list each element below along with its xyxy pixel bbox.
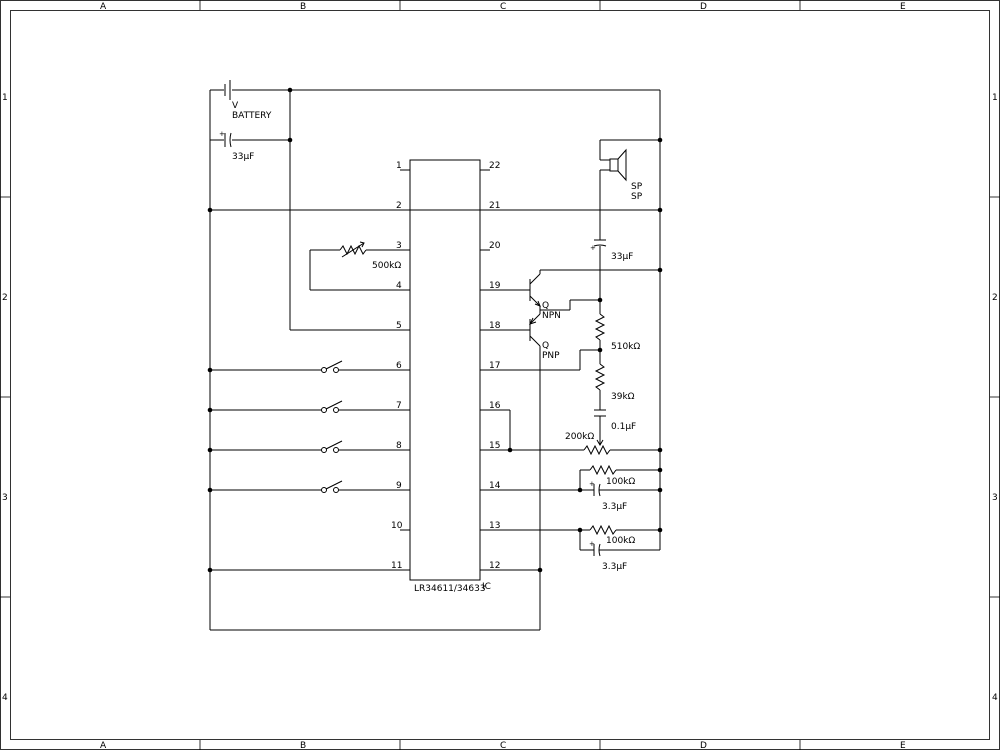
battery-voltage-label: V: [232, 101, 239, 111]
left-supply-rail: [209, 89, 660, 631]
npn-designator: Q: [542, 301, 549, 311]
ic-right-pin-numbers: 22 21 20 19 18 17 16 15 14 13 12: [489, 161, 501, 571]
ic-chip: LR34611/34633 IC: [409, 159, 491, 594]
pot-200k-symbol: 200kΩ: [480, 409, 660, 456]
ic-pin-3-label: 3: [396, 241, 402, 251]
rc13-polarity: +: [589, 540, 595, 548]
ic-designator: IC: [482, 582, 491, 592]
switch-pin7[interactable]: [210, 400, 410, 413]
ic-pin-15-label: 15: [489, 441, 500, 451]
row-label-1-right: 1: [992, 93, 998, 103]
ic-pin-11-label: 11: [391, 561, 402, 571]
ic-pin-21-label: 21: [489, 201, 500, 211]
junction-dots: [207, 87, 663, 573]
rc-network-pin13: + 100kΩ 3.3μF: [480, 524, 660, 572]
npn-transistor-symbol: Q NPN: [480, 269, 660, 321]
ic-pin-18-label: 18: [489, 321, 501, 331]
col-label-e-bottom: E: [900, 741, 906, 750]
ic-pin-13-label: 13: [489, 521, 500, 531]
ic-part-number: LR34611/34633: [414, 584, 486, 594]
rc-network-pin14: + 100kΩ 3.3μF: [480, 464, 660, 512]
ic-pin-8-label: 8: [396, 441, 402, 451]
ic-pin-2-label: 2: [396, 201, 402, 211]
battery-name-label: BATTERY: [232, 111, 272, 121]
frame-row-labels: 1 2 3 4 1 2 3 4: [2, 93, 998, 703]
row-label-3-right: 3: [992, 493, 998, 503]
rc14-capacitor-value: 3.3μF: [602, 502, 627, 512]
switch-pin9[interactable]: [210, 480, 410, 493]
ic-pin-16-label: 16: [489, 401, 501, 411]
speaker-symbol: SP SP: [599, 139, 660, 202]
col-label-c-top: C: [500, 2, 506, 12]
row-label-2-right: 2: [992, 293, 998, 303]
pot-500k-value: 500kΩ: [372, 261, 401, 271]
ic-pin-6-label: 6: [396, 361, 402, 371]
row-label-1-left: 1: [2, 93, 8, 103]
npn-type-label: NPN: [542, 311, 561, 321]
input-capacitor-value: 33μF: [232, 152, 254, 162]
frame-column-labels: A B C D E A B C D E: [100, 2, 906, 750]
row-label-4-right: 4: [992, 693, 998, 703]
switch-pin6[interactable]: [210, 360, 410, 373]
capacitor-0.1u-value: 0.1μF: [611, 422, 636, 432]
switch-pin8[interactable]: [210, 440, 410, 453]
ic-pin-5-label: 5: [396, 321, 402, 331]
rc13-capacitor-value: 3.3μF: [602, 562, 627, 572]
resistor-39k-symbol: 39kΩ: [594, 363, 635, 410]
capacitor-0.1u-symbol: 0.1μF: [594, 409, 636, 446]
row-label-2-left: 2: [2, 293, 8, 303]
rc14-polarity: +: [589, 480, 595, 488]
ic-left-pin-numbers: 1 2 3 4 5 6 7 8 9 10 11: [391, 161, 403, 571]
input-capacitor-polarity: +: [219, 130, 225, 138]
col-label-d-bottom: D: [700, 741, 707, 750]
speaker-capacitor-polarity: +: [590, 244, 596, 252]
col-label-b-bottom: B: [300, 741, 306, 750]
col-label-e-top: E: [900, 2, 906, 12]
ic-pin-10-label: 10: [391, 521, 403, 531]
ic-body: [409, 159, 481, 581]
ic-pin-22-label: 22: [489, 161, 500, 171]
ic-pin-stubs: [400, 169, 490, 531]
col-label-b-top: B: [300, 2, 306, 12]
col-label-a-bottom: A: [100, 741, 107, 750]
ic-pin-1-label: 1: [396, 161, 402, 171]
pot-500k-symbol: 500kΩ: [309, 241, 410, 291]
pnp-type-label: PNP: [542, 351, 560, 361]
ic-pin-12-label: 12: [489, 561, 500, 571]
rc14-resistor-value: 100kΩ: [606, 477, 635, 487]
ic-pin-14-label: 14: [489, 481, 501, 491]
pnp-designator: Q: [542, 341, 549, 351]
pot-200k-value: 200kΩ: [565, 432, 594, 442]
col-label-a-top: A: [100, 2, 107, 12]
row-label-3-left: 3: [2, 493, 8, 503]
battery-symbol: V BATTERY: [224, 80, 272, 121]
speaker-label-1: SP: [631, 182, 643, 192]
ic-pin-4-label: 4: [396, 281, 402, 291]
resistor-510k-value: 510kΩ: [611, 342, 640, 352]
ic-pin-7-label: 7: [396, 401, 402, 411]
col-label-c-bottom: C: [500, 741, 506, 750]
resistor-510k-symbol: 510kΩ: [594, 300, 640, 364]
input-capacitor-symbol: + 33μF: [219, 130, 254, 162]
speaker-label-2: SP: [631, 192, 643, 202]
speaker-capacitor-value: 33μF: [611, 252, 633, 262]
pnp-transistor-symbol: Q PNP: [480, 310, 560, 630]
col-label-d-top: D: [700, 2, 707, 12]
ic-pin-20-label: 20: [489, 241, 501, 251]
resistor-39k-value: 39kΩ: [611, 392, 635, 402]
ic-pin-17-label: 17: [489, 361, 500, 371]
row-label-4-left: 4: [2, 693, 8, 703]
speaker-capacitor-symbol: + 33μF: [590, 170, 633, 300]
ic-pin-9-label: 9: [396, 481, 402, 491]
ic-pin-19-label: 19: [489, 281, 501, 291]
rc13-resistor-value: 100kΩ: [606, 536, 635, 546]
